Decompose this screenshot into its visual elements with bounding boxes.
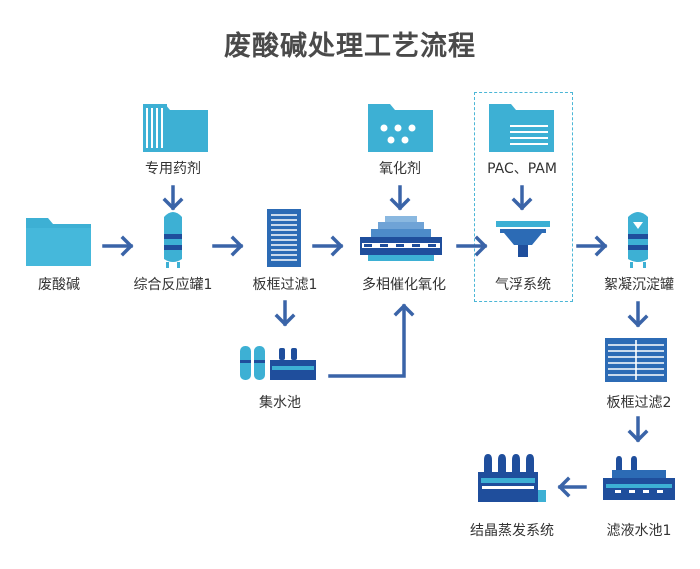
filtrate-pool-icon — [603, 456, 675, 500]
diagram-title: 废酸碱处理工艺流程 — [224, 31, 476, 62]
arrow-oxidant-to-catalytic — [389, 185, 411, 211]
folder-icon — [26, 218, 91, 266]
arrow-pool-to-catalytic — [328, 303, 415, 378]
label-filter2: 板框过滤2 — [606, 395, 672, 411]
label-air-float: 气浮系统 — [495, 277, 551, 293]
label-dedicated-agent: 专用药剂 — [145, 161, 201, 177]
label-collection-pool: 集水池 — [259, 395, 301, 411]
arrow-filter1-to-pool — [274, 300, 296, 327]
reactor-tank-icon — [164, 212, 182, 268]
label-catalytic-oxidation: 多相催化氧化 — [362, 277, 446, 293]
air-float-icon — [496, 221, 550, 257]
oxidant-folder-icon — [368, 104, 433, 152]
arrow-filter2-to-filtrate — [627, 416, 649, 443]
agent-folder-icon — [143, 104, 208, 152]
label-waste: 废酸碱 — [38, 277, 80, 293]
arrow-filter1-to-catalytic — [312, 235, 344, 257]
arrow-filtrate-to-crystallization — [557, 476, 587, 498]
collection-pool-icon — [240, 346, 316, 380]
label-filter1: 板框过滤1 — [252, 277, 318, 293]
arrow-waste-to-reactor — [102, 235, 134, 257]
air-float-dashed-group — [474, 92, 573, 302]
arrow-agent-to-reactor — [162, 185, 184, 211]
flocculation-tank-icon — [628, 212, 648, 268]
filter-press-icon — [267, 209, 301, 267]
label-flocculation-tank: 絮凝沉淀罐 — [604, 277, 674, 293]
label-crystallization: 结晶蒸发系统 — [470, 523, 554, 539]
catalytic-reactor-icon — [360, 216, 442, 261]
arrow-catalytic-to-airfloat — [456, 235, 488, 257]
arrow-flocculation-to-filter2 — [627, 301, 649, 328]
label-filtrate-pool: 滤液水池1 — [606, 523, 672, 539]
crystallization-icon — [478, 454, 546, 502]
label-oxidant: 氧化剂 — [379, 161, 421, 177]
filter-press-2-icon — [605, 338, 667, 382]
label-reactor: 综合反应罐1 — [133, 277, 213, 293]
arrow-airfloat-to-flocculation — [576, 235, 608, 257]
label-pac-pam: PAC、PAM — [487, 161, 557, 177]
arrow-reactor-to-filter1 — [212, 235, 244, 257]
pac-folder-icon — [489, 104, 554, 152]
arrow-pac-to-airfloat — [511, 185, 533, 211]
